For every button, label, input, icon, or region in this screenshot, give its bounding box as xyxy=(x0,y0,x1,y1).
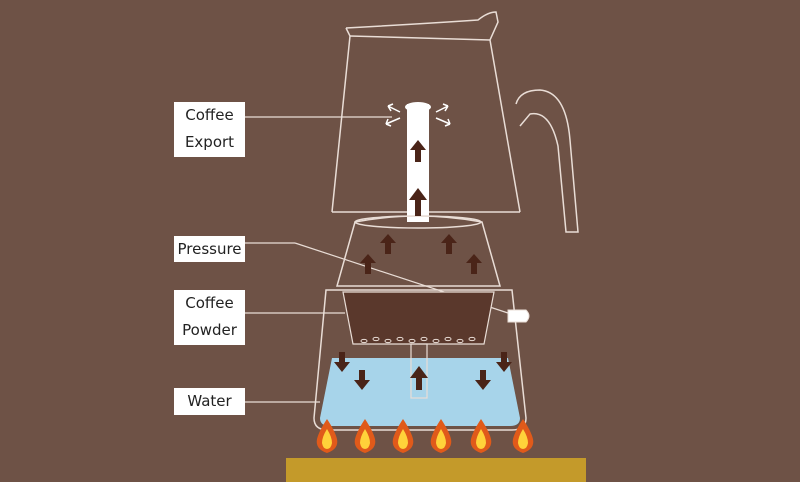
upper-chamber xyxy=(331,11,579,233)
arrow-down-icon xyxy=(354,370,370,390)
arrow-down-icon xyxy=(334,352,350,372)
filter-holes xyxy=(360,336,476,344)
label-coffee-export-line1: Coffee xyxy=(185,106,234,124)
flame-icon xyxy=(392,419,414,453)
label-coffee-export-line2: Export xyxy=(184,133,235,151)
flame-icon xyxy=(316,419,338,453)
flame-icon xyxy=(470,419,492,453)
arrow-up-icon xyxy=(410,140,426,162)
stove-burner xyxy=(286,458,586,482)
label-pressure: Pressure xyxy=(174,236,245,262)
arrows xyxy=(334,140,512,390)
arrow-up-icon xyxy=(410,366,428,390)
steam-arrow-icon xyxy=(385,103,451,127)
leader-lines xyxy=(245,116,509,403)
flame-icon xyxy=(430,419,452,453)
safety-valve xyxy=(507,309,530,323)
label-water-text: Water xyxy=(187,392,232,410)
handle xyxy=(515,89,579,233)
arrow-up-icon xyxy=(360,254,376,274)
coffee-bed xyxy=(342,291,495,345)
flames xyxy=(316,419,534,453)
label-coffee-powder-line1: Coffee xyxy=(185,294,234,312)
central-tube xyxy=(405,102,431,222)
arrow-up-icon xyxy=(441,234,457,254)
arrow-up-icon xyxy=(409,188,427,216)
label-coffee-powder: Coffee Powder xyxy=(174,290,245,345)
label-water: Water xyxy=(174,388,245,415)
label-coffee-export: Coffee Export xyxy=(174,102,245,157)
flame-icon xyxy=(512,419,534,453)
label-pressure-text: Pressure xyxy=(177,240,242,258)
arrow-down-icon xyxy=(496,352,512,372)
label-coffee-powder-line2: Powder xyxy=(182,321,237,339)
lower-boiler xyxy=(313,289,530,431)
flame-icon xyxy=(354,419,376,453)
arrow-down-icon xyxy=(475,370,491,390)
funnel-top xyxy=(336,215,501,287)
inner-tube xyxy=(410,343,428,399)
arrow-up-icon xyxy=(380,234,396,254)
arrow-up-icon xyxy=(466,254,482,274)
